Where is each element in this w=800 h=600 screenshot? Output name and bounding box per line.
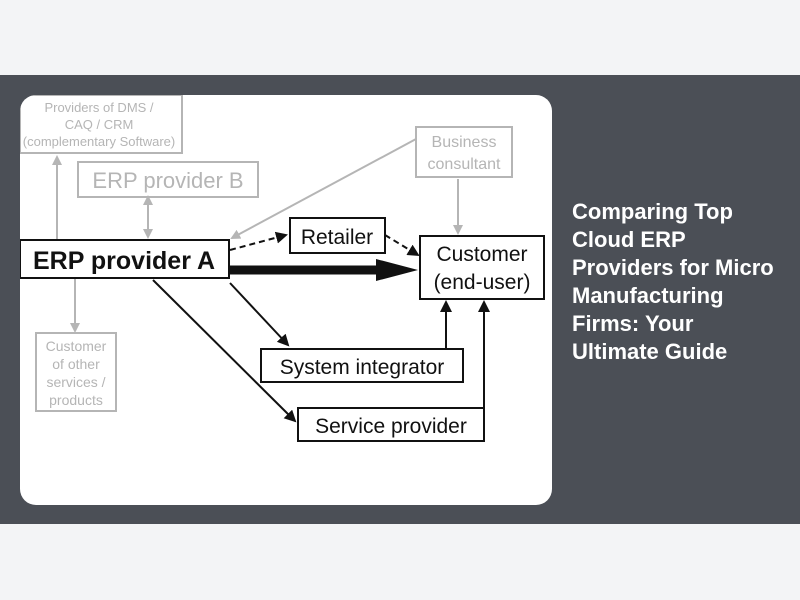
erp-ecosystem-diagram: Providers of DMS / CAQ / CRM (complement… [20, 95, 545, 442]
node-service-provider: Service provider [297, 407, 485, 442]
node-erp-provider-a: ERP provider A [20, 239, 230, 279]
node-providers-dms: Providers of DMS / CAQ / CRM (complement… [20, 95, 183, 154]
erp-provider-a-label: ERP provider A [33, 247, 215, 275]
arrow-a-to-retailer [229, 231, 288, 251]
page-title: Comparing Top Cloud ERP Providers for Mi… [572, 199, 774, 364]
system-integrator-label: System integrator [280, 356, 445, 379]
arrow-consultant-to-a [230, 138, 417, 239]
customer-line1: Customer [436, 243, 527, 266]
providers-dms-line2: CAQ / CRM [65, 117, 134, 132]
business-consultant-line2: consultant [428, 156, 501, 173]
node-customer-other: Customer of other services / products [35, 332, 117, 412]
erp-provider-b-label: ERP provider B [92, 168, 243, 193]
arrow-retailer-to-customer [384, 234, 420, 257]
black-connectors [152, 231, 490, 423]
arrow-a-to-customer-head [376, 259, 418, 281]
customer-other-line3: services / [46, 374, 105, 390]
node-retailer: Retailer [289, 217, 386, 254]
arrow-a-to-integrator [229, 282, 290, 347]
node-customer: Customer (end-user) [419, 235, 545, 300]
node-system-integrator: System integrator [260, 348, 464, 383]
node-erp-provider-b: ERP provider B [77, 161, 259, 198]
providers-dms-line1: Providers of DMS / [44, 100, 153, 115]
grey-connectors [52, 138, 463, 333]
service-provider-label: Service provider [315, 415, 467, 438]
customer-other-line2: of other [52, 356, 100, 372]
erp-diagram-image: Providers of DMS / CAQ / CRM (complement… [20, 95, 552, 505]
customer-other-line4: products [49, 392, 103, 408]
customer-line2: (end-user) [434, 271, 531, 294]
arrow-a-to-service-provider [152, 279, 297, 423]
business-consultant-line1: Business [432, 134, 497, 151]
retailer-label: Retailer [301, 226, 373, 249]
node-business-consultant: Business consultant [415, 126, 513, 178]
providers-dms-line3: (complementary Software) [23, 134, 175, 149]
customer-other-line1: Customer [46, 338, 107, 354]
